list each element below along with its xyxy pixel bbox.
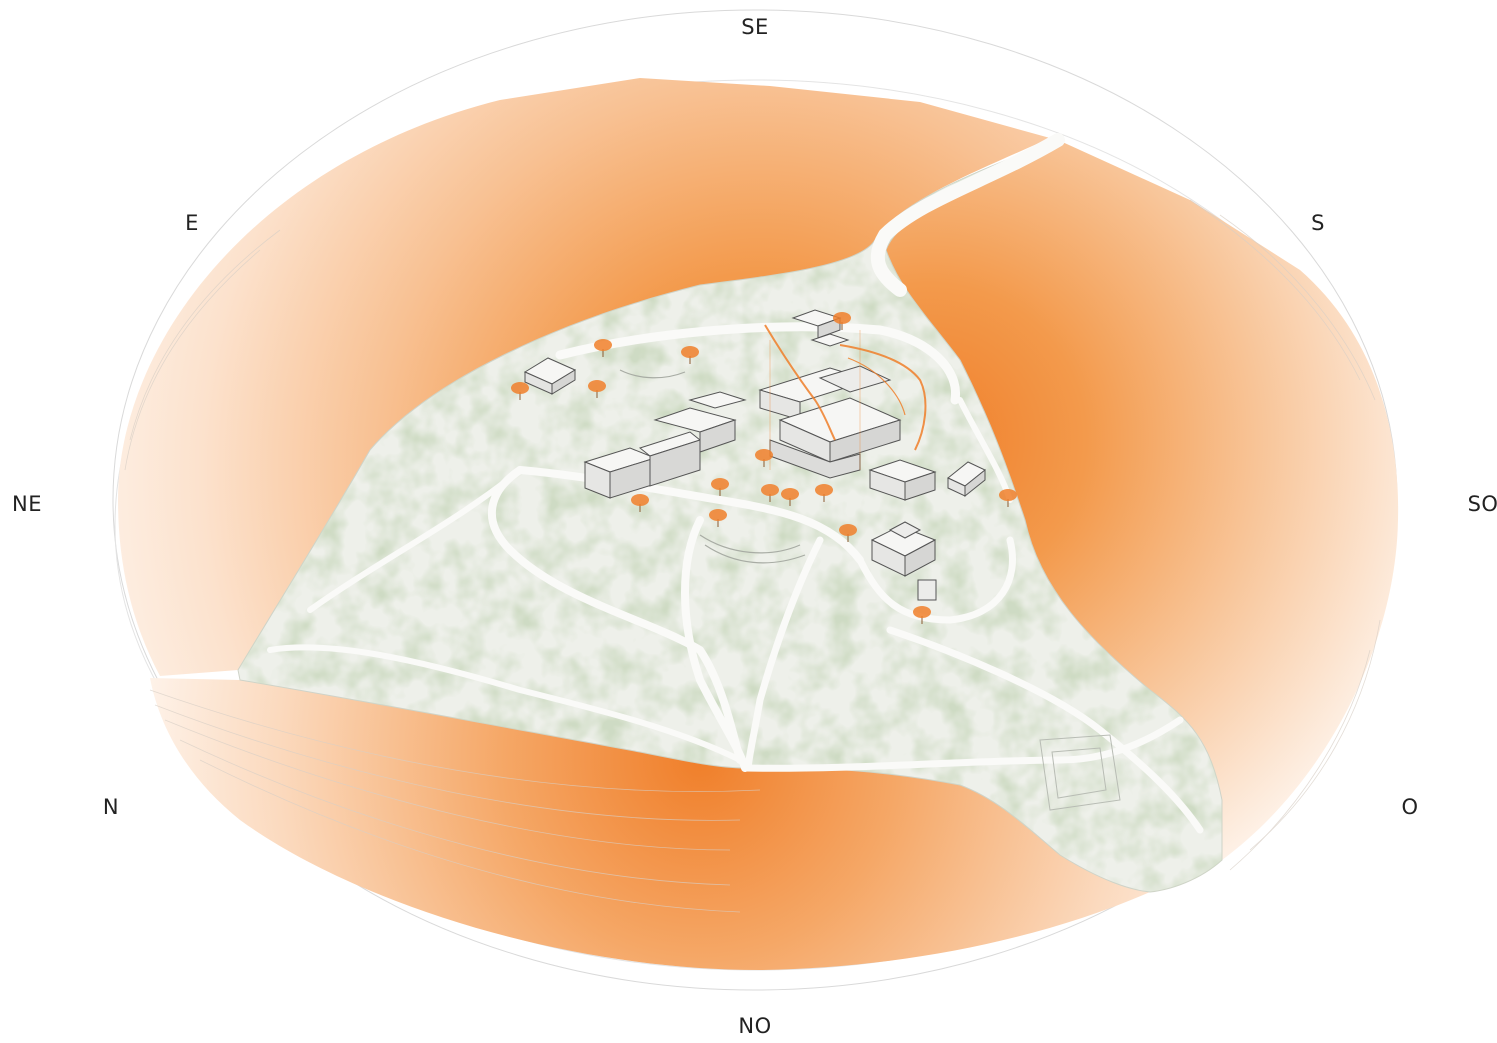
chapel-building	[870, 521, 937, 601]
orange-tree-icon	[588, 380, 606, 398]
north-annex	[791, 309, 850, 347]
compass-label-o: O	[1401, 795, 1419, 819]
orange-tree-icon	[681, 346, 699, 364]
sector-north	[150, 678, 1150, 970]
orange-tree-icon	[511, 382, 529, 400]
orange-tree-icon	[631, 494, 649, 512]
compass-label-s: S	[1311, 211, 1325, 235]
orange-tree-icon	[999, 489, 1017, 507]
sector-south	[886, 140, 1399, 860]
accent-routes	[764, 324, 927, 470]
compass-label-no: NO	[738, 1014, 772, 1038]
compass-label-se: SE	[741, 15, 769, 39]
vegetation-texture	[238, 140, 1222, 892]
compass-label-ne: NE	[12, 492, 42, 516]
main-courtyard-building	[758, 365, 902, 479]
shed-building	[523, 357, 577, 395]
orange-tree-icon	[709, 509, 727, 527]
orange-tree-icon	[761, 484, 779, 502]
tree-group	[511, 312, 1017, 624]
orange-tree-icon	[833, 312, 851, 330]
orange-tree-icon	[815, 484, 833, 502]
sector-east	[118, 78, 1050, 676]
sports-field	[1039, 734, 1121, 811]
orange-tree-icon	[839, 524, 857, 542]
orange-tree-icon	[711, 478, 729, 496]
buildings	[523, 309, 986, 601]
west-complex	[583, 391, 747, 499]
orange-tree-icon	[755, 449, 773, 467]
dome-contours	[124, 199, 1381, 913]
orange-tree-icon	[594, 339, 612, 357]
orange-tree-icon	[781, 488, 799, 506]
east-utility	[868, 459, 937, 501]
east-house	[947, 461, 986, 498]
compass-label-n: N	[102, 795, 120, 819]
amphitheater	[619, 369, 806, 564]
orange-tree-icon	[913, 606, 931, 624]
compass-label-so: SO	[1467, 492, 1497, 516]
compass-label-e: E	[185, 211, 199, 235]
